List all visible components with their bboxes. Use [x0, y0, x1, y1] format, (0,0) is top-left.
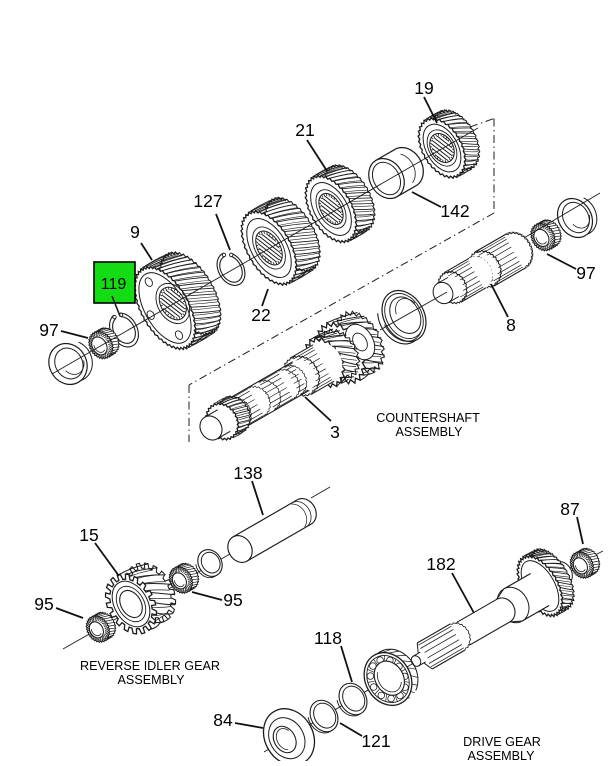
svg-text:142: 142	[440, 201, 469, 221]
svg-text:87: 87	[560, 499, 579, 519]
svg-text:97: 97	[39, 320, 58, 340]
svg-text:15: 15	[79, 525, 98, 545]
svg-text:84: 84	[213, 710, 233, 730]
svg-text:ASSEMBLY: ASSEMBLY	[118, 673, 186, 687]
svg-text:19: 19	[414, 78, 433, 98]
svg-text:182: 182	[426, 554, 455, 574]
svg-text:95: 95	[34, 594, 53, 614]
svg-text:8: 8	[506, 315, 516, 335]
svg-text:118: 118	[314, 628, 342, 648]
svg-text:97: 97	[576, 263, 595, 283]
svg-text:ASSEMBLY: ASSEMBLY	[396, 425, 464, 439]
svg-text:COUNTERSHAFT: COUNTERSHAFT	[376, 411, 480, 425]
svg-text:DRIVE GEAR: DRIVE GEAR	[463, 735, 541, 749]
svg-text:REVERSE IDLER GEAR: REVERSE IDLER GEAR	[80, 659, 220, 673]
svg-text:119: 119	[101, 276, 127, 293]
svg-text:95: 95	[223, 590, 242, 610]
svg-text:22: 22	[251, 305, 270, 325]
svg-text:121: 121	[361, 731, 390, 751]
svg-text:127: 127	[193, 191, 222, 211]
svg-text:138: 138	[233, 463, 262, 483]
svg-text:9: 9	[130, 222, 140, 242]
svg-text:ASSEMBLY: ASSEMBLY	[468, 749, 536, 761]
svg-text:3: 3	[330, 422, 340, 442]
svg-text:21: 21	[295, 120, 314, 140]
